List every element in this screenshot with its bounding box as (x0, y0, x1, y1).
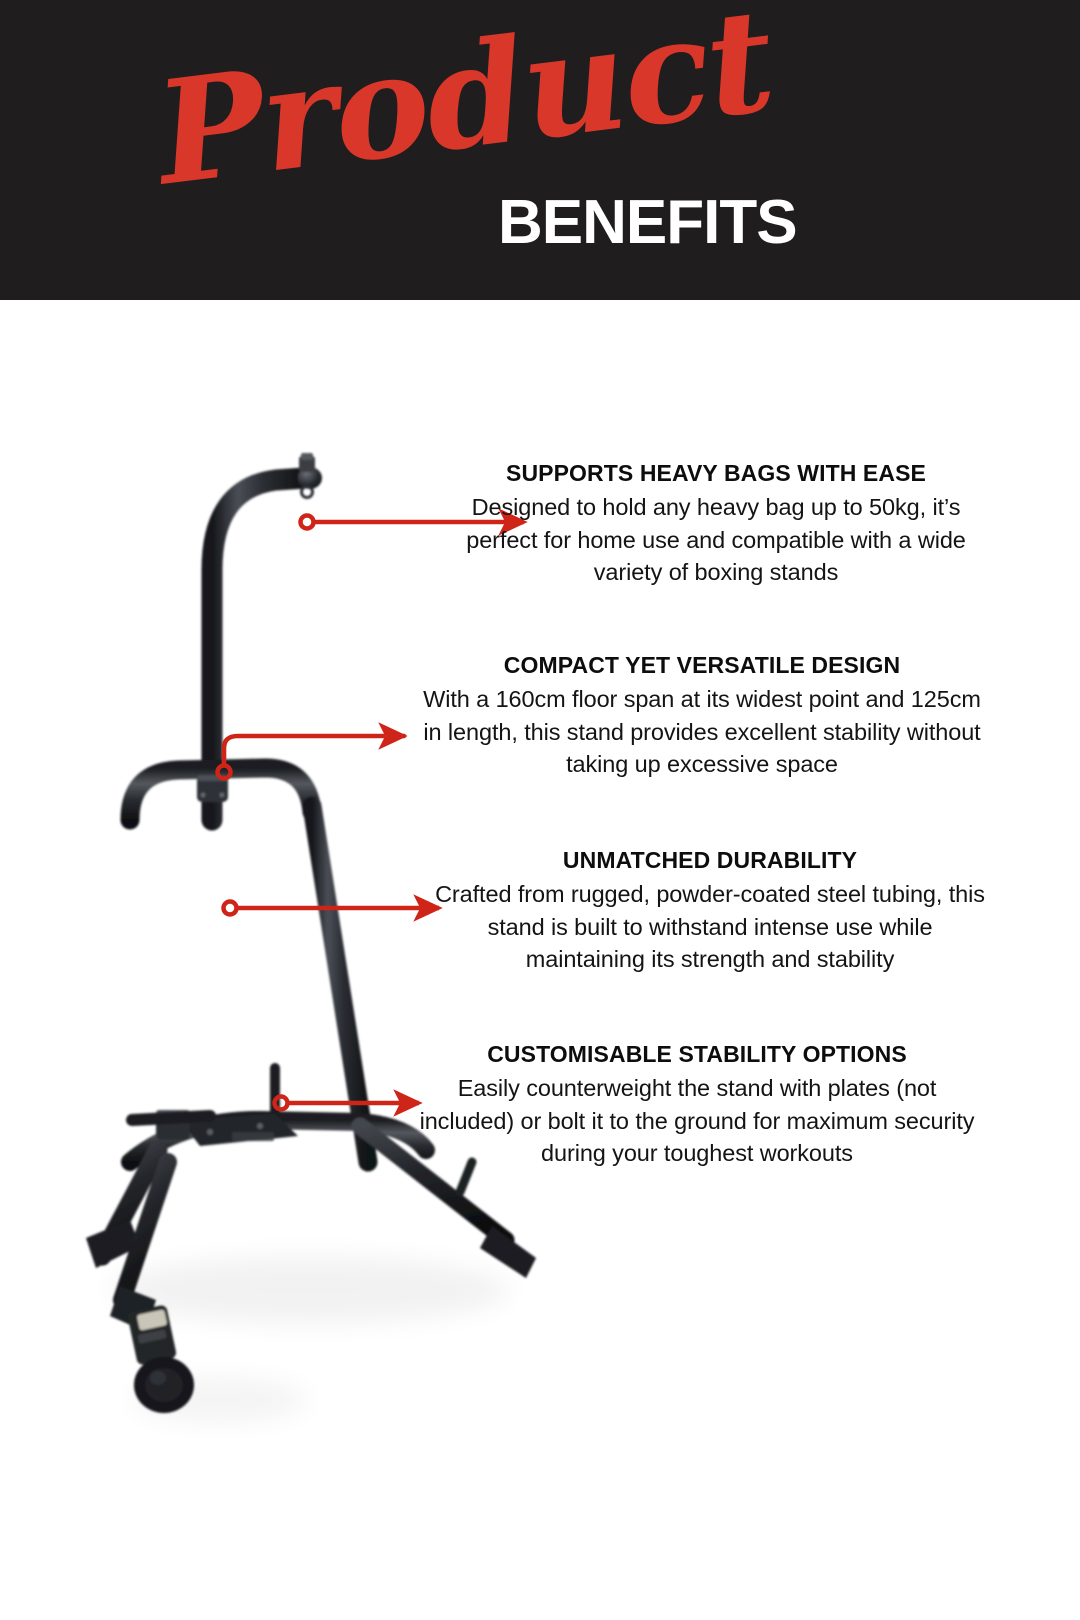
callout-title: CUSTOMISABLE STABILITY OPTIONS (487, 1041, 907, 1067)
header-banner: Product BENEFITS (0, 0, 1080, 300)
callout-title: UNMATCHED DURABILITY (562, 847, 858, 873)
callout-body: Easily counterweight the stand with plat… (419, 1075, 975, 1166)
header-title-group: Product BENEFITS (0, 0, 1080, 300)
callout-title: SUPPORTS HEAVY BAGS WITH EASE (506, 460, 926, 486)
callout-supports-heavy-bags: SUPPORTS HEAVY BAGS WITH EASE Designed t… (436, 458, 996, 589)
callout-compact-versatile-design: COMPACT YET VERSATILE DESIGN With a 160c… (422, 650, 982, 781)
page-title-bold: BENEFITS (498, 188, 798, 257)
callout-body: With a 160cm floor span at its widest po… (423, 686, 981, 777)
callout-unmatched-durability: UNMATCHED DURABILITY Crafted from rugged… (430, 845, 990, 976)
callout-body: Designed to hold any heavy bag up to 50k… (466, 494, 966, 585)
product-stand-illustration (86, 453, 536, 1422)
callout-body: Crafted from rugged, powder-coated steel… (435, 881, 985, 972)
callout-title: COMPACT YET VERSATILE DESIGN (503, 652, 901, 678)
callout-customisable-stability-options: CUSTOMISABLE STABILITY OPTIONS Easily co… (412, 1039, 982, 1170)
product-image (60, 420, 580, 1480)
